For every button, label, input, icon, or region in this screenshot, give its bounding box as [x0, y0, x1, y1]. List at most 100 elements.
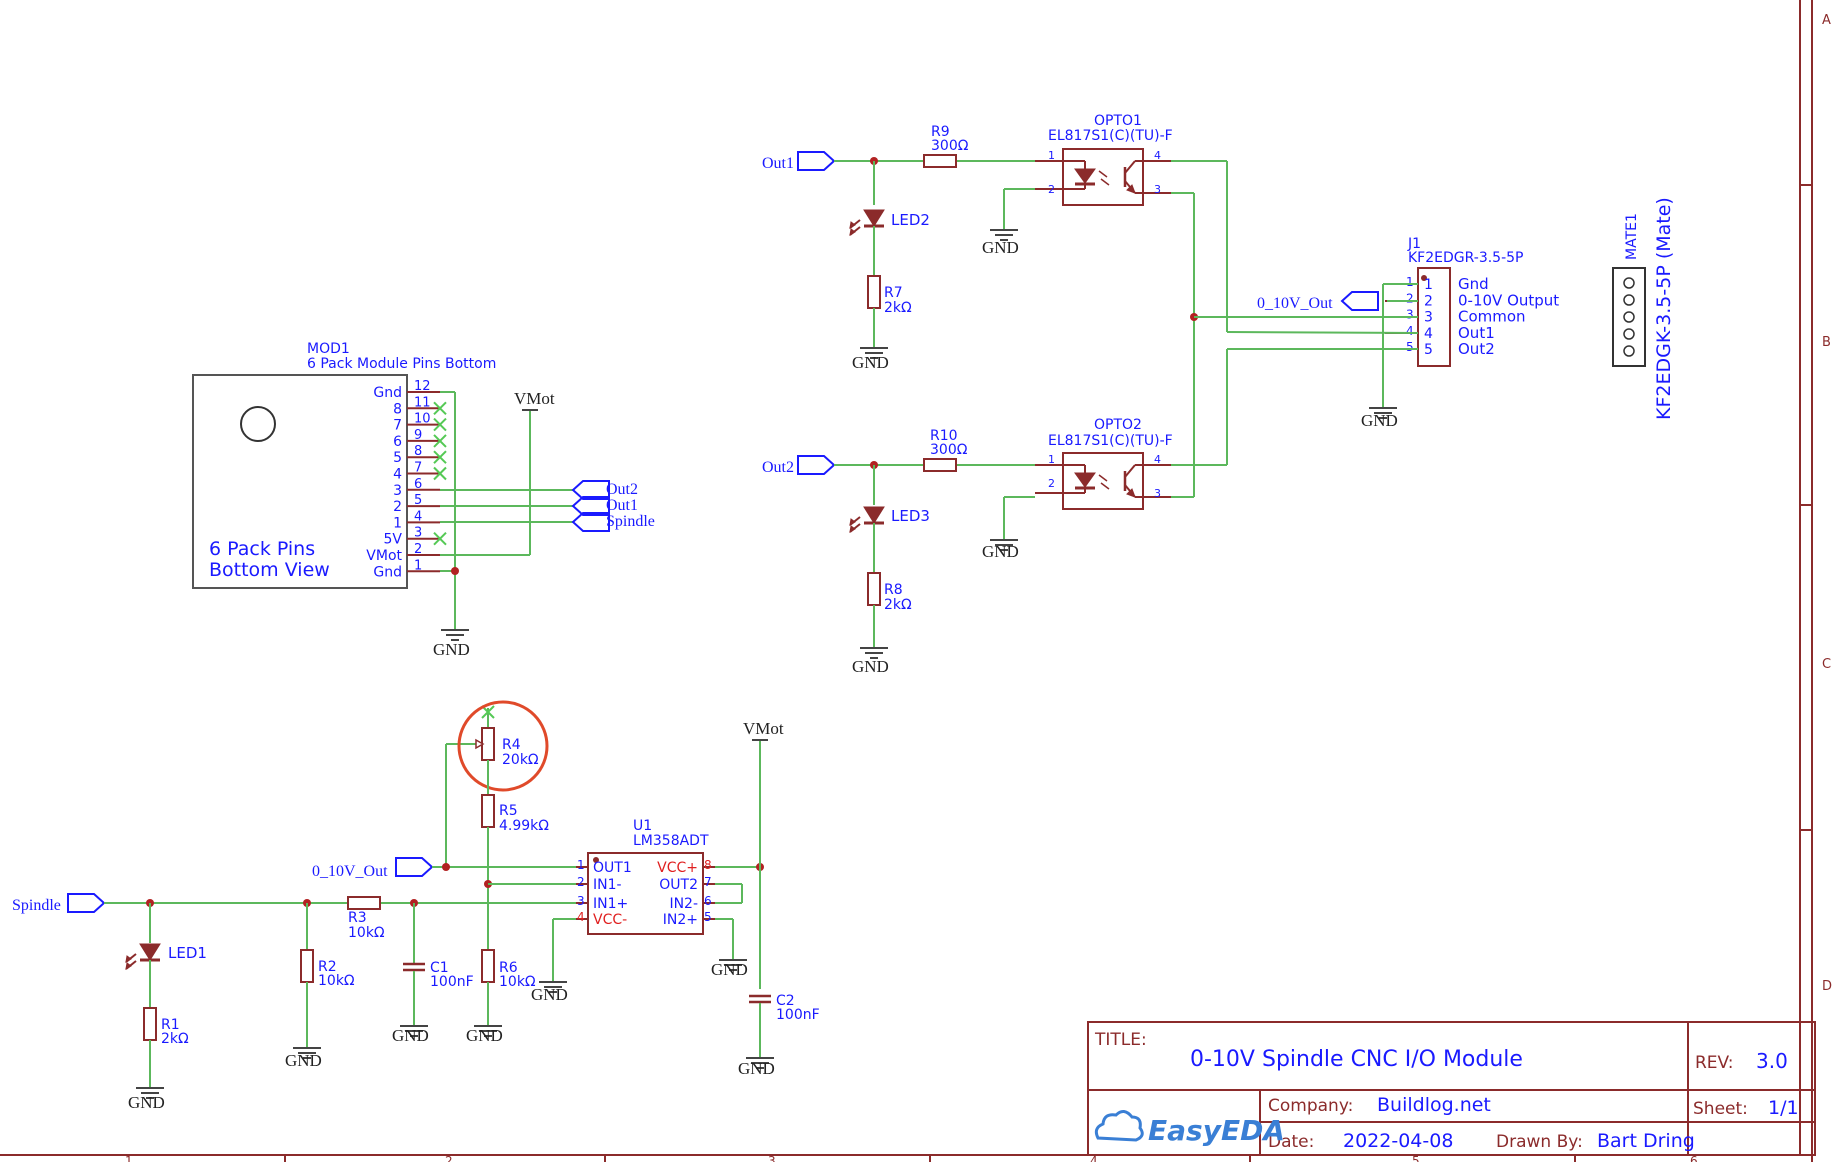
j1-pin-number: 4	[1406, 324, 1414, 338]
gnd-label: GND	[466, 1026, 503, 1045]
port-mod-spindle: Spindle	[606, 513, 655, 530]
mod1-pin-number: 10	[414, 412, 431, 427]
port-mod-out2: Out2	[606, 481, 638, 498]
port-amp-out: 0_10V_Out	[312, 863, 388, 880]
j1-pin-number: 1	[1406, 275, 1414, 289]
u1-left-pin-label: IN1+	[593, 896, 628, 912]
rev-value: 3.0	[1756, 1049, 1788, 1073]
j1-pin-number: 2	[1406, 291, 1414, 305]
gnd-label: GND	[128, 1093, 165, 1112]
mod1-pin-label: 6	[393, 434, 402, 450]
svg-text:EasyEDA: EasyEDA	[1148, 1114, 1285, 1147]
mod1-note-line2: Bottom View	[209, 559, 330, 581]
port-j1-out: 0_10V_Out	[1257, 295, 1333, 312]
u1-left-pin-label: OUT1	[593, 860, 632, 876]
opto1-pin3: 3	[1154, 183, 1161, 196]
led2-ref: LED2	[891, 211, 930, 229]
u1-left-pin-label: VCC-	[593, 912, 627, 928]
u1-left-pin-number: 3	[577, 894, 585, 908]
opto1-ref: OPTO1	[1094, 113, 1142, 129]
c2-value: 100nF	[776, 1007, 820, 1023]
row-label-a: A	[1822, 13, 1831, 28]
gnd-label: GND	[738, 1059, 775, 1078]
vmot-label: VMot	[743, 719, 784, 738]
junction-dot	[451, 567, 459, 575]
u1-left-pin-number: 1	[577, 858, 585, 872]
c1-value: 100nF	[430, 974, 474, 990]
j1-pin-label: Common	[1458, 308, 1526, 326]
r5-ref: R5	[499, 803, 518, 819]
r8-value: 2kΩ	[884, 597, 912, 613]
mate1-ref: MATE1	[1624, 213, 1640, 260]
r7-ref: R7	[884, 285, 903, 301]
gnd-label: GND	[392, 1026, 429, 1045]
rev-label: REV:	[1695, 1053, 1734, 1073]
mod1-pin-label: 8	[393, 401, 402, 417]
u1-right-pin-number: 8	[704, 858, 712, 872]
gnd-label: GND	[852, 657, 889, 676]
date-label: Date:	[1268, 1132, 1314, 1152]
port-out1: Out1	[762, 155, 794, 172]
mod1-pin-label: 3	[393, 483, 402, 499]
opto2-pin3: 3	[1154, 487, 1161, 500]
mod1-pin-label: 2	[393, 499, 402, 515]
mod1-designator: MOD1	[307, 341, 350, 357]
r3-value: 10kΩ	[348, 925, 385, 941]
gnd-label: GND	[433, 640, 470, 659]
u1-right-pin-label: IN2+	[663, 912, 698, 928]
mod1-pin-number: 8	[414, 444, 422, 459]
u1-right-pin-label: VCC+	[657, 860, 698, 876]
mod1-pin-number: 4	[414, 509, 422, 524]
row-label-c: C	[1822, 657, 1831, 672]
mod1-module: MOD1 6 Pack Module Pins Bottom 6 Pack Pi…	[192, 341, 655, 659]
gnd-label: GND	[1361, 411, 1398, 430]
mod1-pin-number: 2	[414, 542, 422, 557]
port-out2: Out2	[762, 459, 794, 476]
led3-ref: LED3	[891, 507, 930, 525]
gnd-label: GND	[285, 1051, 322, 1070]
mod1-pin-number: 1	[414, 558, 422, 573]
col-label-2: 2	[445, 1154, 453, 1162]
mod1-pin-label: 7	[393, 418, 402, 434]
opto1-value: EL817S1(C)(TU)-F	[1048, 128, 1173, 144]
col-label-5: 5	[1412, 1154, 1420, 1162]
j1-pin-index: 1	[1424, 277, 1433, 293]
gnd-label: GND	[711, 960, 748, 979]
u1-right-pin-number: 7	[704, 875, 712, 889]
junction-dot	[442, 863, 450, 871]
j1-pin-number: 3	[1406, 308, 1414, 322]
col-label-6: 6	[1690, 1154, 1698, 1162]
mod1-pin-label: 5	[393, 450, 402, 466]
port-mod-out1: Out1	[606, 497, 638, 514]
u1-left-pin-number: 2	[577, 875, 585, 889]
opto2-pin4: 4	[1154, 453, 1161, 466]
mod1-pin-label: 4	[393, 467, 402, 483]
j1-pin-label: Out1	[1458, 324, 1495, 342]
drawing-title: 0-10V Spindle CNC I/O Module	[1190, 1047, 1523, 1072]
mate1-value: KF2EDGK-3.5-5P (Mate)	[1653, 197, 1675, 420]
mod1-pin-label: 1	[393, 515, 402, 531]
mate1-connector: MATE1 KF2EDGK-3.5-5P (Mate)	[1612, 197, 1675, 420]
r4-ref: R4	[502, 737, 521, 753]
mod1-pin-number: 7	[414, 461, 422, 476]
row-label-d: D	[1822, 979, 1832, 994]
gnd-label: GND	[852, 353, 889, 372]
opto2-pin1: 1	[1048, 453, 1055, 466]
r4-value: 20kΩ	[502, 752, 539, 768]
opto2-ref: OPTO2	[1094, 417, 1142, 433]
u1-right-pin-label: OUT2	[659, 877, 698, 893]
drawn-by-label: Drawn By:	[1496, 1132, 1583, 1152]
row-label-b: B	[1822, 335, 1831, 350]
drawn-by-value: Bart Dring	[1597, 1130, 1695, 1152]
opto1-pin1: 1	[1048, 149, 1055, 162]
j1-pin-index: 5	[1424, 342, 1433, 358]
r10-ref: R10	[930, 428, 958, 444]
r10-value: 300Ω	[930, 442, 968, 458]
j1-pin-index: 3	[1424, 310, 1433, 326]
j1-pin-index: 4	[1424, 326, 1433, 342]
c1-ref: C1	[430, 960, 449, 976]
